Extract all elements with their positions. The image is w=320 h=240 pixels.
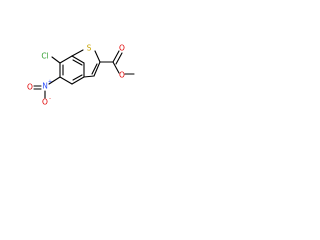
bond-c2-c3 [93, 61, 101, 77]
bond-c5-n [48, 76, 61, 85]
bond-c3a-c7a-inner [72, 59, 83, 66]
atom-label-layer: S Cl N + O O - O O [27, 44, 125, 107]
nitro-oxygen-top-atom: O [27, 83, 33, 92]
bond-c5-c4-inner [72, 74, 83, 81]
nitro-nitrogen-charge: + [48, 79, 52, 85]
bond-carbonyl-o-2 [115, 52, 123, 65]
bond-c3a-c7a [71, 55, 85, 64]
bond-carbonyl-o-1 [112, 50, 120, 63]
bond-c2-c3-inner [91, 63, 98, 75]
nitro-oxygen-bottom-charge: - [49, 96, 51, 102]
nitro-oxygen-bottom-atom: O [42, 98, 48, 107]
bond-c6-cl [51, 56, 61, 64]
bond-c7a-c7 [59, 55, 73, 64]
bond-c7a-s [71, 49, 84, 57]
bond-c3-c3a [83, 75, 95, 78]
bond-s-c2 [94, 50, 101, 63]
chemical-structure: S Cl N + O O - O O [27, 44, 135, 107]
bond-c6-c5 [59, 76, 73, 85]
bond-c5-c4 [71, 76, 85, 85]
ester-ether-oxygen-atom: O [119, 71, 125, 80]
bond-carbonyl-ether-o [112, 61, 120, 74]
ester-carbonyl-oxygen-atom: O [119, 44, 125, 53]
bond-layer [33, 49, 135, 99]
chlorine-atom: Cl [41, 52, 48, 61]
sulfur-atom: S [87, 44, 92, 53]
nitro-nitrogen-atom: N [42, 82, 48, 91]
